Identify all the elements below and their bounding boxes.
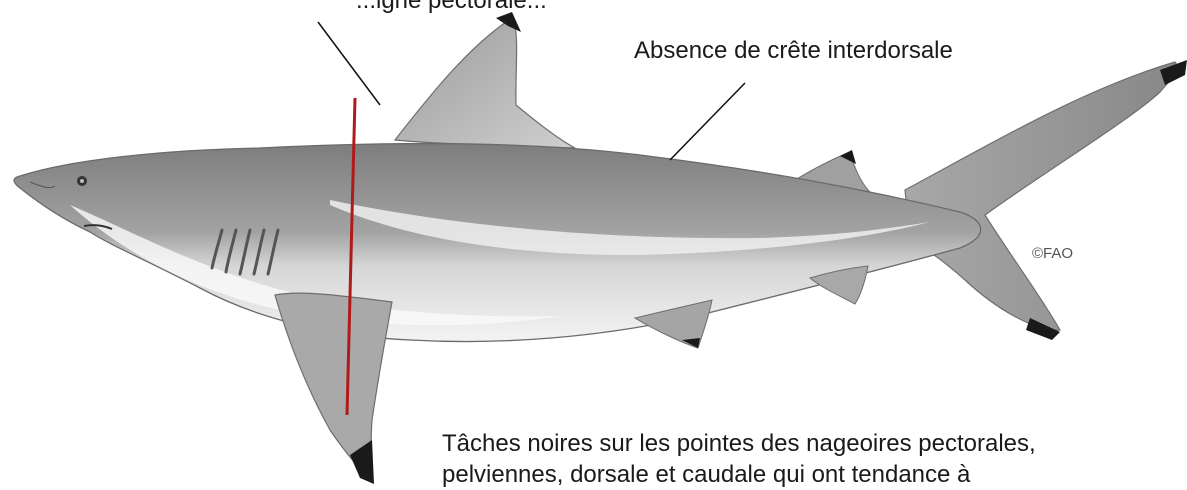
- fin-tips-line-2: pelviennes, dorsale et caudale qui ont t…: [442, 459, 1182, 490]
- top-leader-line: [318, 22, 380, 105]
- first-dorsal-fin: [395, 18, 575, 148]
- caudal-fin: [905, 62, 1177, 330]
- fin-tips-line-1: Tâches noires sur les pointes des nageoi…: [442, 428, 1182, 459]
- pectoral-fin: [275, 293, 392, 480]
- copyright-label: ©FAO: [1032, 245, 1073, 262]
- annotation-ridge: Absence de crête interdorsale: [634, 37, 953, 65]
- annotation-top: ...igne pectorale...: [356, 0, 547, 15]
- ridge-leader-line: [670, 83, 745, 160]
- annotation-fin-tips: Tâches noires sur les pointes des nageoi…: [442, 428, 1182, 490]
